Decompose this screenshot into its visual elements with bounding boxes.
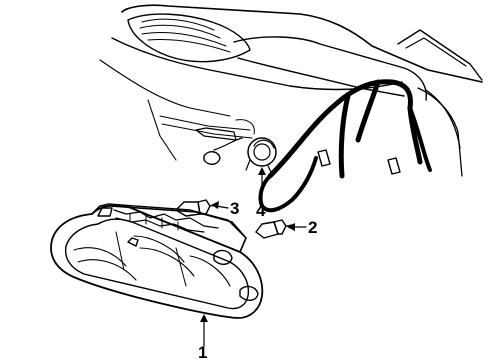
socket (245, 137, 277, 175)
callout-2: 2 (308, 218, 317, 237)
headlamp-assembly (50, 203, 264, 319)
bulb-right (255, 219, 293, 239)
leader-lines (200, 167, 307, 347)
callout-4: 4 (256, 201, 266, 220)
bulb-left (175, 199, 217, 217)
vehicle-body-outline (99, 4, 483, 177)
callout-3: 3 (230, 199, 239, 218)
callout-1: 1 (198, 343, 207, 360)
wiring-harness (203, 79, 432, 213)
